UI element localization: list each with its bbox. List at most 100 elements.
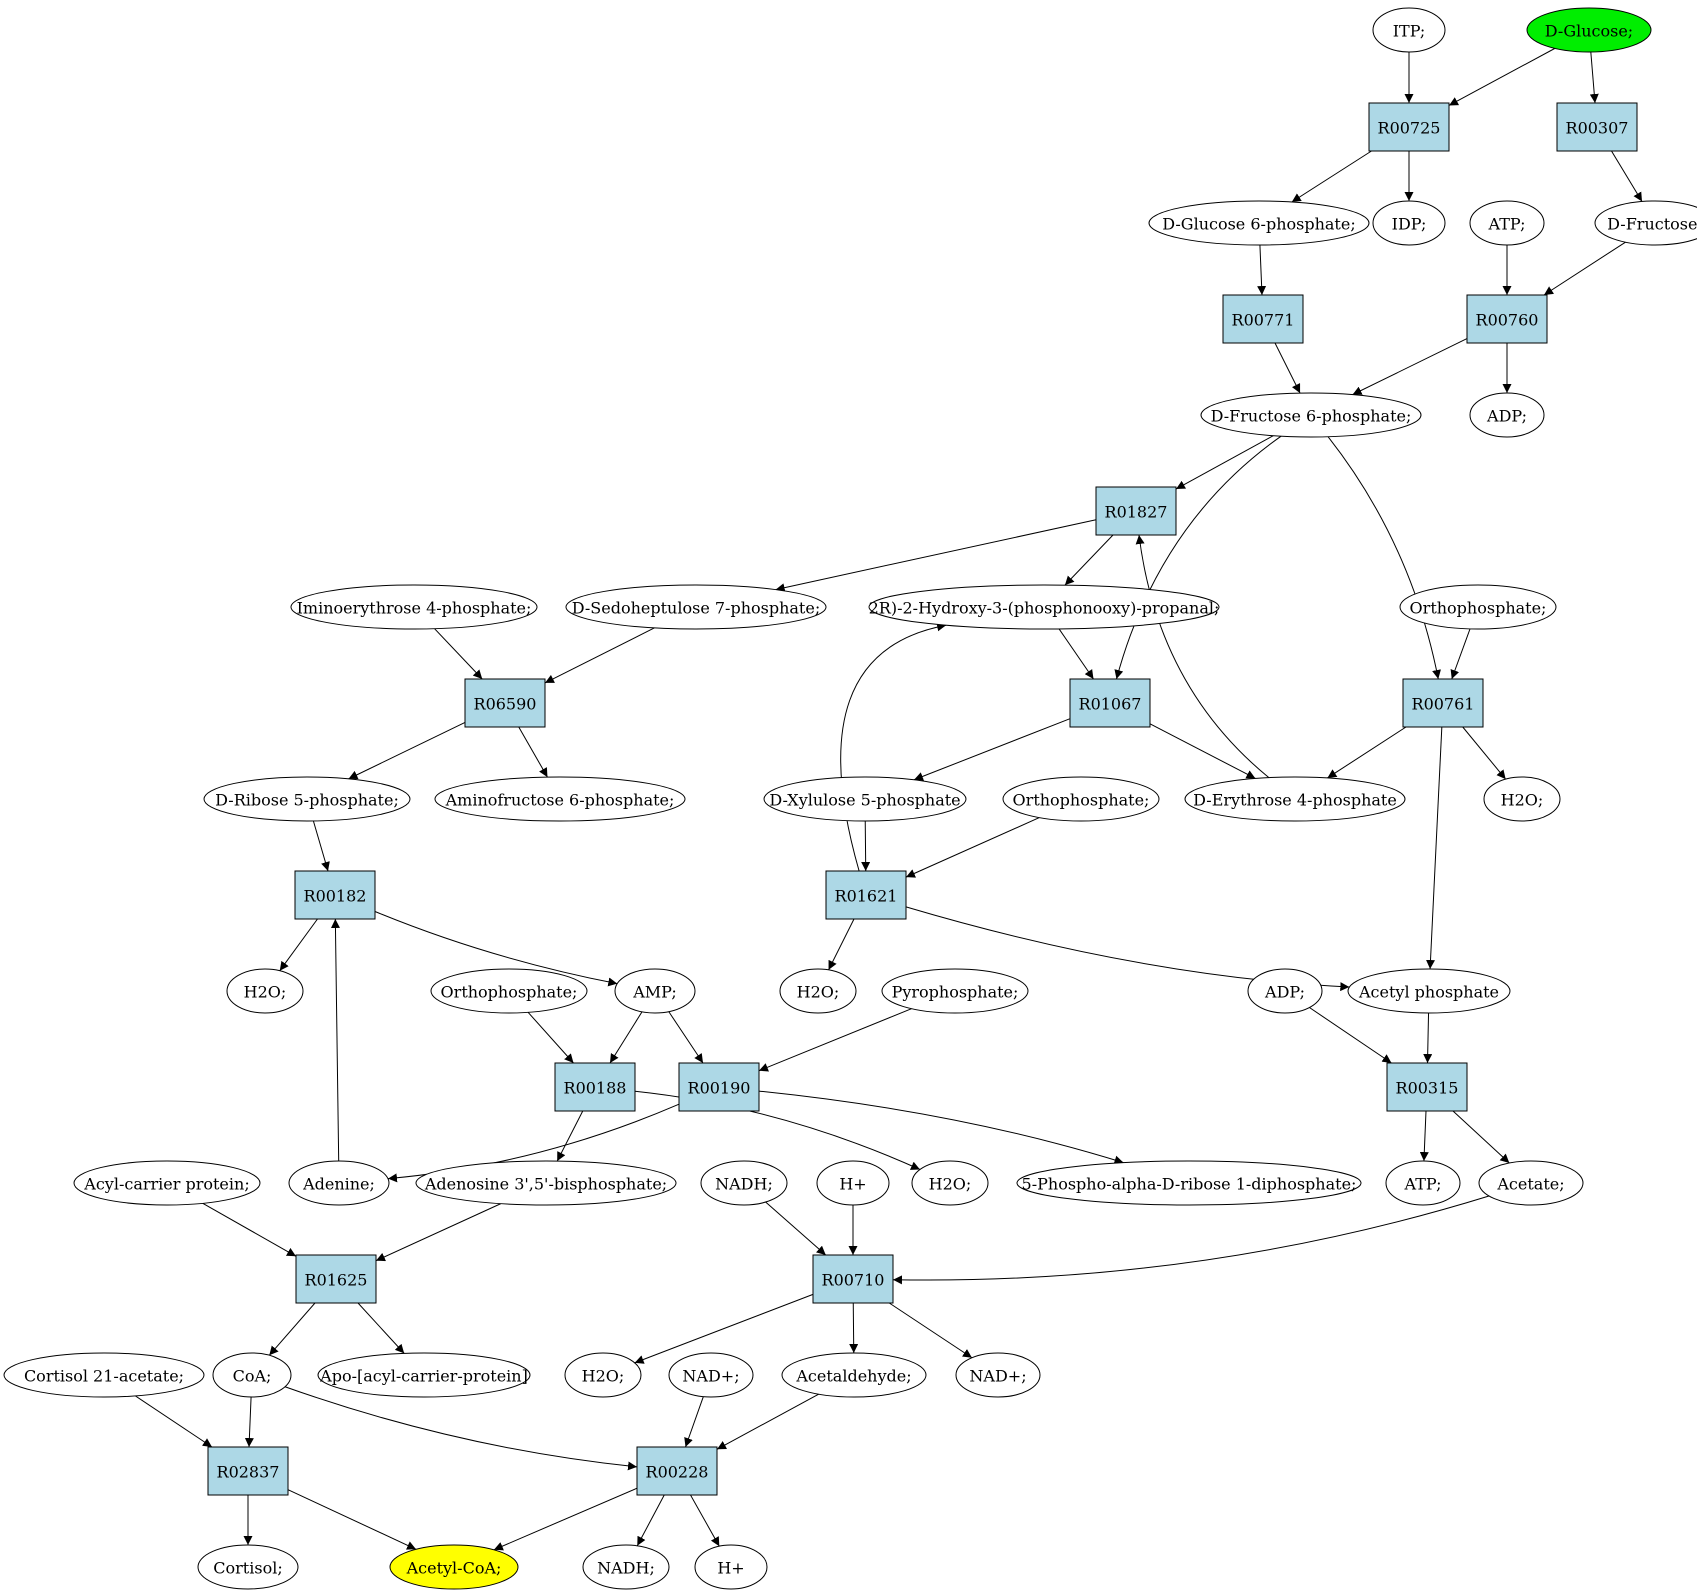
node-label: D-Ribose 5-phosphate; bbox=[215, 791, 399, 810]
compound-node-h2o4[interactable]: H2O; bbox=[911, 1160, 989, 1206]
edge-coa-to-r02837 bbox=[244, 1396, 254, 1448]
compound-node-nadh1[interactable]: NADH; bbox=[700, 1160, 788, 1206]
compound-ellipse bbox=[1594, 200, 1697, 246]
compound-node-cortisolac[interactable]: Cortisol 21-acetate; bbox=[3, 1352, 205, 1398]
reaction-node-r02837[interactable]: R02837 bbox=[207, 1446, 289, 1496]
compound-node-nadh2[interactable]: NADH; bbox=[582, 1544, 670, 1590]
node-label: R00761 bbox=[1412, 695, 1475, 714]
node-label: R00228 bbox=[646, 1463, 709, 1482]
compound-node-atp1[interactable]: ATP; bbox=[1469, 200, 1545, 246]
compound-ellipse bbox=[881, 968, 1029, 1014]
reaction-node-r00307[interactable]: R00307 bbox=[1556, 102, 1638, 152]
node-label: R01827 bbox=[1105, 503, 1168, 522]
compound-node-x5p[interactable]: D-Xylulose 5-phosphate bbox=[763, 776, 967, 822]
compound-node-ortho3[interactable]: Orthophosphate; bbox=[430, 968, 588, 1014]
compound-node-imino[interactable]: Iminoerythrose 4-phosphate; bbox=[290, 584, 538, 630]
compound-node-adenine[interactable]: Adenine; bbox=[288, 1160, 390, 1206]
reaction-node-r00761[interactable]: R00761 bbox=[1402, 678, 1484, 728]
reaction-box bbox=[636, 1446, 718, 1496]
reaction-node-r00182[interactable]: R00182 bbox=[294, 870, 376, 920]
reaction-node-r00771[interactable]: R00771 bbox=[1222, 294, 1304, 344]
reaction-node-r00760[interactable]: R00760 bbox=[1466, 294, 1548, 344]
reaction-node-r00710[interactable]: R00710 bbox=[812, 1254, 894, 1304]
edge-r5p-to-r00182 bbox=[312, 820, 330, 872]
compound-ellipse bbox=[668, 1352, 754, 1398]
compound-node-coa[interactable]: CoA; bbox=[212, 1352, 292, 1398]
compound-ellipse bbox=[700, 1160, 788, 1206]
reaction-box bbox=[1556, 102, 1638, 152]
compound-ellipse bbox=[1016, 1160, 1362, 1206]
compound-ellipse bbox=[415, 1160, 677, 1206]
compound-node-acetylcoa[interactable]: Acetyl-CoA; bbox=[389, 1544, 519, 1590]
compound-ellipse bbox=[1478, 1160, 1584, 1206]
node-label: H+ bbox=[839, 1175, 866, 1194]
compound-node-r5p[interactable]: D-Ribose 5-phosphate; bbox=[203, 776, 411, 822]
edge-r01067-to-x5p bbox=[913, 718, 1071, 781]
compound-node-adp1[interactable]: ADP; bbox=[1469, 392, 1545, 438]
reaction-node-r00315[interactable]: R00315 bbox=[1386, 1062, 1468, 1112]
compound-node-dglucose[interactable]: D-Glucose; bbox=[1526, 7, 1652, 53]
compound-node-nadp1[interactable]: NAD+; bbox=[668, 1352, 754, 1398]
reaction-node-r01827[interactable]: R01827 bbox=[1095, 486, 1177, 536]
compound-ellipse bbox=[911, 1160, 989, 1206]
compound-node-cortisol[interactable]: Cortisol; bbox=[197, 1544, 299, 1590]
compound-node-acylcp[interactable]: Acyl-carrier protein; bbox=[73, 1160, 261, 1206]
edge-hpp-to-r01067 bbox=[1058, 628, 1094, 680]
edge-r00761-to-acp bbox=[1426, 726, 1443, 970]
node-label: R00307 bbox=[1566, 119, 1629, 138]
compound-node-pap[interactable]: Adenosine 3',5'-bisphosphate; bbox=[415, 1160, 677, 1206]
compound-node-nadp2[interactable]: NAD+; bbox=[955, 1352, 1041, 1398]
compound-node-e4p[interactable]: D-Erythrose 4-phosphate bbox=[1184, 776, 1406, 822]
edge-r00725-to-g6p bbox=[1291, 150, 1372, 203]
compound-node-prpp[interactable]: 5-Phospho-alpha-D-ribose 1-diphosphate; bbox=[1016, 1160, 1362, 1206]
compound-node-h2o2[interactable]: H2O; bbox=[226, 968, 304, 1014]
node-label: D-Xylulose 5-phosphate bbox=[769, 791, 960, 810]
reaction-node-r00188[interactable]: R00188 bbox=[554, 1062, 636, 1112]
compound-ellipse bbox=[1372, 200, 1446, 246]
reaction-box bbox=[1069, 678, 1151, 728]
node-label: ITP; bbox=[1393, 22, 1426, 41]
compound-node-h2o1[interactable]: H2O; bbox=[1483, 776, 1561, 822]
compound-ellipse bbox=[197, 1544, 299, 1590]
reaction-box bbox=[207, 1446, 289, 1496]
reaction-node-r01621[interactable]: R01621 bbox=[825, 870, 907, 920]
compound-node-ortho1[interactable]: Orthophosphate; bbox=[1399, 584, 1557, 630]
compound-node-idp[interactable]: IDP; bbox=[1372, 200, 1446, 246]
compound-node-hpp[interactable]: 2R)-2-Hydroxy-3-(phosphonooxy)-propanal; bbox=[868, 584, 1220, 630]
compound-ellipse bbox=[565, 584, 827, 630]
compound-node-h2o5[interactable]: H2O; bbox=[564, 1352, 642, 1398]
edge-x5p-to-r01621 bbox=[861, 820, 871, 872]
edge-r00182-to-amp bbox=[374, 911, 618, 987]
compound-node-amino6p[interactable]: Aminofructose 6-phosphate; bbox=[434, 776, 686, 822]
compound-node-ppi[interactable]: Pyrophosphate; bbox=[881, 968, 1029, 1014]
compound-node-ortho2[interactable]: Orthophosphate; bbox=[1002, 776, 1160, 822]
compound-node-h2o3[interactable]: H2O; bbox=[779, 968, 857, 1014]
compound-node-s7p[interactable]: D-Sedoheptulose 7-phosphate; bbox=[565, 584, 827, 630]
compound-node-adp2[interactable]: ADP; bbox=[1247, 968, 1323, 1014]
reaction-node-r01625[interactable]: R01625 bbox=[295, 1254, 377, 1304]
compound-node-g6p[interactable]: D-Glucose 6-phosphate; bbox=[1148, 200, 1370, 246]
node-label: Aminofructose 6-phosphate; bbox=[445, 791, 675, 810]
compound-node-acetate[interactable]: Acetate; bbox=[1478, 1160, 1584, 1206]
compound-node-dfructose[interactable]: D-Fructose; bbox=[1594, 200, 1697, 246]
reaction-node-r06590[interactable]: R06590 bbox=[464, 678, 546, 728]
edge-dfructose-to-r00760 bbox=[1543, 241, 1626, 296]
node-label: D-Glucose 6-phosphate; bbox=[1162, 215, 1355, 234]
compound-node-hplus1[interactable]: H+ bbox=[816, 1160, 890, 1206]
edge-r00761-to-h2o1 bbox=[1462, 726, 1507, 780]
reaction-node-r00228[interactable]: R00228 bbox=[636, 1446, 718, 1496]
reaction-node-r00190[interactable]: R00190 bbox=[678, 1062, 760, 1112]
reaction-node-r00725[interactable]: R00725 bbox=[1368, 102, 1450, 152]
compound-node-amp[interactable]: AMP; bbox=[614, 968, 696, 1014]
compound-node-atp2[interactable]: ATP; bbox=[1385, 1160, 1461, 1206]
compound-node-acetald[interactable]: Acetaldehyde; bbox=[781, 1352, 927, 1398]
node-label: 5-Phospho-alpha-D-ribose 1-diphosphate; bbox=[1022, 1175, 1357, 1194]
edge-g6p-to-r00771 bbox=[1257, 244, 1267, 296]
compound-node-apoacp[interactable]: Apo-[acyl-carrier-protein] bbox=[317, 1352, 531, 1398]
compound-node-acp[interactable]: Acetyl phosphate bbox=[1347, 968, 1511, 1014]
compound-node-hplus2[interactable]: H+ bbox=[694, 1544, 768, 1590]
compound-ellipse bbox=[226, 968, 304, 1014]
reaction-node-r01067[interactable]: R01067 bbox=[1069, 678, 1151, 728]
compound-node-itp[interactable]: ITP; bbox=[1372, 7, 1446, 53]
compound-node-f6p[interactable]: D-Fructose 6-phosphate; bbox=[1200, 392, 1422, 438]
